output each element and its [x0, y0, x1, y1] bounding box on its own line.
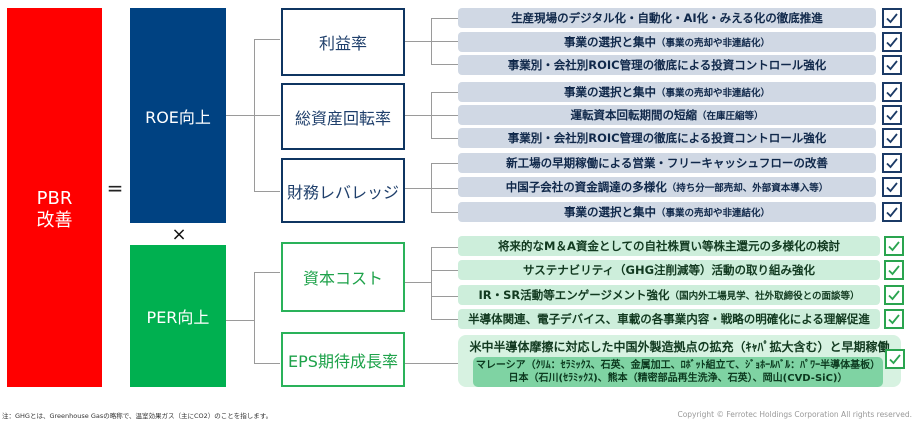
check-icon — [884, 309, 904, 329]
pbr-improvement-box: PBR 改善 — [7, 8, 102, 387]
action-item-text: IR・SR活動等エンゲージメント強化 — [478, 288, 670, 302]
action-item-text: 将来的なM＆A資金としての自社株買い等株主還元の多様化の検討 — [498, 239, 840, 253]
action-item-text: 半導体関連、電子デバイス、車載の各事業内容・戦略の明確化による理解促進 — [468, 312, 870, 326]
group-label: EPS期待成長率 — [288, 351, 398, 371]
action-item-note: （持ち分一部売却、外部資本導入等） — [666, 183, 829, 194]
connector-line — [431, 115, 458, 116]
group-box-cost-of-capital: 資本コスト — [281, 242, 405, 312]
connector-line — [405, 363, 458, 364]
action-item-text: 生産現場のデジタル化・自動化・AI化・みえる化の徹底推進 — [511, 11, 823, 25]
action-item: 中国子会社の資金調達の多様化（持ち分一部売却、外部資本導入等） — [458, 177, 876, 197]
action-item-note: （事業の売却や非連結化） — [655, 38, 770, 49]
check-icon — [884, 236, 904, 256]
action-item-text: 事業別・会社別ROIC管理の徹底による投資コントロール強化 — [507, 58, 827, 72]
action-item-text: 事業別・会社別ROIC管理の徹底による投資コントロール強化 — [507, 131, 827, 145]
action-item: 事業別・会社別ROIC管理の徹底による投資コントロール強化 — [458, 55, 876, 75]
connector-line — [431, 247, 432, 319]
eps-action-main-text: 米中半導体摩擦に対応した中国外製造拠点の拡充（ｷｬﾊﾟ拡大含む）と早期稼働 — [469, 340, 890, 354]
connector-line — [431, 163, 432, 212]
roe-label: ROE向上 — [145, 107, 211, 127]
group-label: 利益率 — [318, 34, 367, 53]
connector-line — [431, 270, 458, 271]
group-box-eps-growth: EPS期待成長率 — [281, 332, 405, 387]
per-box: PER向上 — [130, 245, 226, 387]
check-icon — [884, 285, 904, 305]
connector-line — [254, 115, 280, 116]
pbr-label: PBR — [36, 188, 73, 209]
action-item-note: （事業の売却や非連結化） — [655, 88, 770, 99]
action-item: 運転資本回転期間の短縮（在庫圧縮等） — [458, 105, 876, 125]
action-item: 新工場の早期稼働による営業・フリーキャッシュフローの改善 — [458, 153, 876, 173]
check-icon — [884, 260, 904, 280]
connector-line — [431, 41, 458, 42]
connector-line — [431, 18, 458, 19]
action-item: 将来的なM＆A資金としての自社株買い等株主還元の多様化の検討 — [458, 236, 880, 256]
check-icon — [882, 8, 902, 28]
connector-line — [431, 92, 458, 93]
check-icon — [882, 32, 902, 52]
action-item-note: （在庫圧縮等） — [696, 111, 764, 122]
check-icon — [882, 202, 902, 222]
check-icon — [882, 55, 902, 75]
connector-line — [226, 115, 254, 116]
per-label: PER向上 — [146, 308, 210, 327]
connector-line — [254, 272, 280, 273]
roe-box: ROE向上 — [130, 8, 226, 223]
group-label: 資本コスト — [302, 269, 383, 288]
action-item: 生産現場のデジタル化・自動化・AI化・みえる化の徹底推進 — [458, 8, 876, 28]
connector-line — [431, 163, 458, 164]
connector-line — [254, 191, 280, 192]
check-icon — [882, 177, 902, 197]
check-icon — [885, 349, 905, 369]
action-item: 半導体関連、電子デバイス、車載の各事業内容・戦略の明確化による理解促進 — [458, 309, 880, 329]
connector-line — [254, 39, 280, 40]
action-item-note: （国内外工場見学、社外取締役との面談等） — [669, 291, 860, 302]
connector-line — [405, 282, 431, 283]
group-label: 総資産回転率 — [294, 108, 391, 128]
pbr-improve-label: 改善 — [36, 210, 73, 231]
connector-line — [405, 188, 431, 189]
action-item-text: 事業の選択と集中 — [563, 35, 656, 49]
action-item-text: 新工場の早期稼働による営業・フリーキャッシュフローの改善 — [506, 156, 828, 170]
check-icon — [882, 128, 902, 148]
connector-line — [431, 64, 458, 65]
eps-detail-line-1: マレーシア（ｸﾘﾑ：ｾﾗﾐｯｸｽ、石英、金属加工、ﾛﾎﾞｯﾄ組立て、ｼﾞｮﾎｰﾙ… — [475, 360, 881, 371]
connector-line — [405, 41, 431, 42]
connector-line — [254, 363, 280, 364]
connector-line — [431, 138, 458, 139]
action-item-text: 中国子会社の資金調達の多様化 — [505, 180, 667, 194]
check-icon — [882, 82, 902, 102]
action-item-note: （事業の売却や非連結化） — [655, 208, 770, 219]
group-label: 財務レバレッジ — [286, 182, 399, 202]
group-box-profit-margin: 利益率 — [281, 8, 405, 76]
action-item-text: 事業の選択と集中 — [563, 205, 656, 219]
action-item-text: 運転資本回転期間の短縮 — [570, 108, 697, 122]
check-icon — [882, 153, 902, 173]
connector-line — [431, 212, 458, 213]
action-item: 事業の選択と集中（事業の売却や非連結化） — [458, 202, 876, 222]
connector-line — [254, 272, 255, 363]
group-box-financial-leverage: 財務レバレッジ — [281, 158, 405, 223]
action-item: IR・SR活動等エンゲージメント強化（国内外工場見学、社外取締役との面談等） — [458, 285, 880, 305]
connector-line — [226, 320, 254, 321]
action-item: サステナビリティ（GHG注削減等）活動の取り組み強化 — [458, 260, 880, 280]
eps-action-detail: マレーシア（ｸﾘﾑ：ｾﾗﾐｯｸｽ、石英、金属加工、ﾛﾎﾞｯﾄ組立て、ｼﾞｮﾎｰﾙ… — [473, 357, 883, 387]
footnote: 注：GHGとは、Greenhouse Gasの略称で、温室効果ガス（主にCO2）… — [2, 412, 273, 420]
connector-line — [405, 115, 431, 116]
times-operator: × — [171, 224, 187, 245]
equals-operator: = — [106, 176, 124, 200]
group-box-asset-turnover: 総資産回転率 — [281, 83, 405, 150]
action-item-text: サステナビリティ（GHG注削減等）活動の取り組み強化 — [522, 263, 816, 277]
connector-line — [431, 188, 458, 189]
action-item: 事業の選択と集中（事業の売却や非連結化） — [458, 32, 876, 52]
connector-line — [431, 319, 458, 320]
action-item: 事業の選択と集中（事業の売却や非連結化） — [458, 82, 876, 102]
connector-line — [431, 247, 458, 248]
copyright: Copyright © Ferrotec Holdings Corporatio… — [677, 410, 912, 419]
action-item: 事業別・会社別ROIC管理の徹底による投資コントロール強化 — [458, 128, 876, 148]
eps-detail-line-2: 日本（石川(ｾﾗﾐｯｸｽ)、熊本（精密部品再生洗浄、石英）、岡山(CVD-SiC… — [508, 373, 848, 384]
action-item-text: 事業の選択と集中 — [563, 85, 656, 99]
connector-line — [431, 296, 458, 297]
check-icon — [882, 105, 902, 125]
